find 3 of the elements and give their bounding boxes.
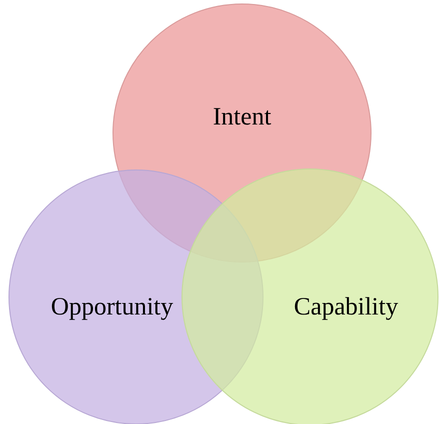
circle-label: Capability — [294, 292, 398, 322]
circle-label: Intent — [212, 102, 272, 132]
circle-label: Opportunity — [50, 292, 174, 322]
